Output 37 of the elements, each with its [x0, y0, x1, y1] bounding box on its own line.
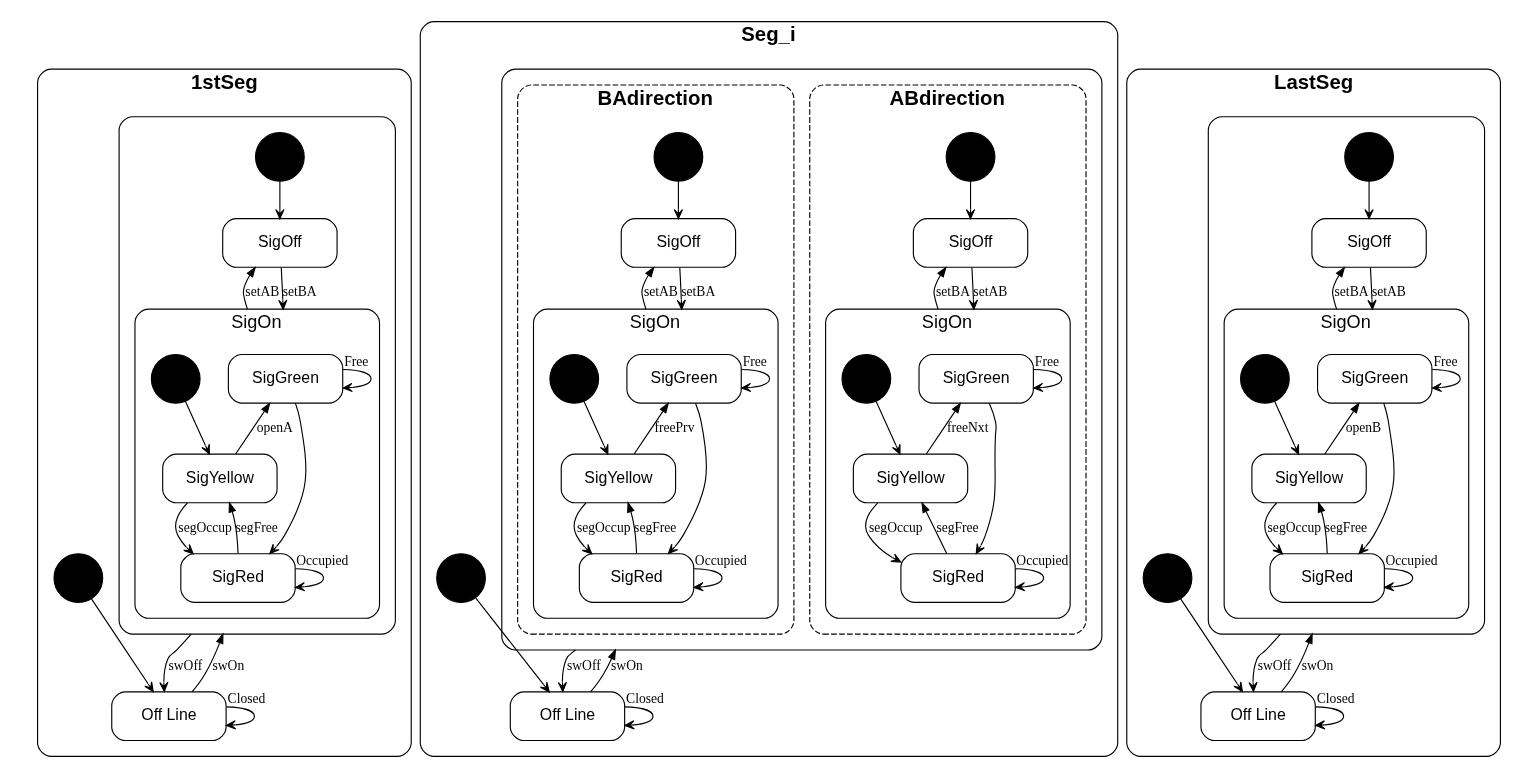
edge-label: swOn	[1301, 657, 1334, 673]
edge-label: swOff	[168, 657, 203, 673]
edge-label: segOccup	[1267, 519, 1322, 535]
edge-label: openA	[256, 420, 293, 436]
edge-label: setBA	[681, 284, 716, 300]
edge-label: segFree	[936, 519, 979, 535]
edge-label: swOff	[1257, 657, 1292, 673]
edge-label: Free	[344, 353, 369, 369]
edge-label: Free	[1433, 353, 1458, 369]
edge-label: segFree	[1324, 519, 1367, 535]
edge-label: swOff	[567, 657, 601, 673]
edge-label: segOccup	[178, 519, 232, 535]
edge-label: segFree	[634, 519, 677, 535]
edge-label: Closed	[227, 691, 266, 707]
edge-label: Occupied	[296, 552, 349, 568]
edge-label: freePrv	[654, 420, 695, 436]
edge-label: openB	[1345, 420, 1382, 436]
edge-label: swOn	[611, 657, 643, 673]
edge-label: Free	[1034, 353, 1059, 369]
edge-label: setBA	[282, 284, 317, 300]
edge-label: segOccup	[869, 519, 923, 535]
edge-label: segFree	[235, 519, 278, 535]
edge-label: setBA	[1334, 284, 1369, 300]
edge-label: setBA	[936, 284, 970, 300]
edge-label: Occupied	[694, 552, 747, 568]
edge-label: segOccup	[576, 519, 631, 535]
edge-label: Closed	[626, 691, 664, 707]
edge-label: setAB	[1371, 284, 1406, 300]
edge-label: setAB	[245, 284, 280, 300]
edge-label: Free	[742, 353, 767, 369]
edge-label: freeNxt	[946, 420, 989, 436]
edge-label: Closed	[1316, 691, 1355, 707]
edge-label: setAB	[643, 284, 678, 300]
edge-label: setAB	[973, 284, 1008, 300]
edge-label: Occupied	[1385, 552, 1438, 568]
edge-label: swOn	[212, 657, 245, 673]
edge-label: Occupied	[1016, 552, 1069, 568]
